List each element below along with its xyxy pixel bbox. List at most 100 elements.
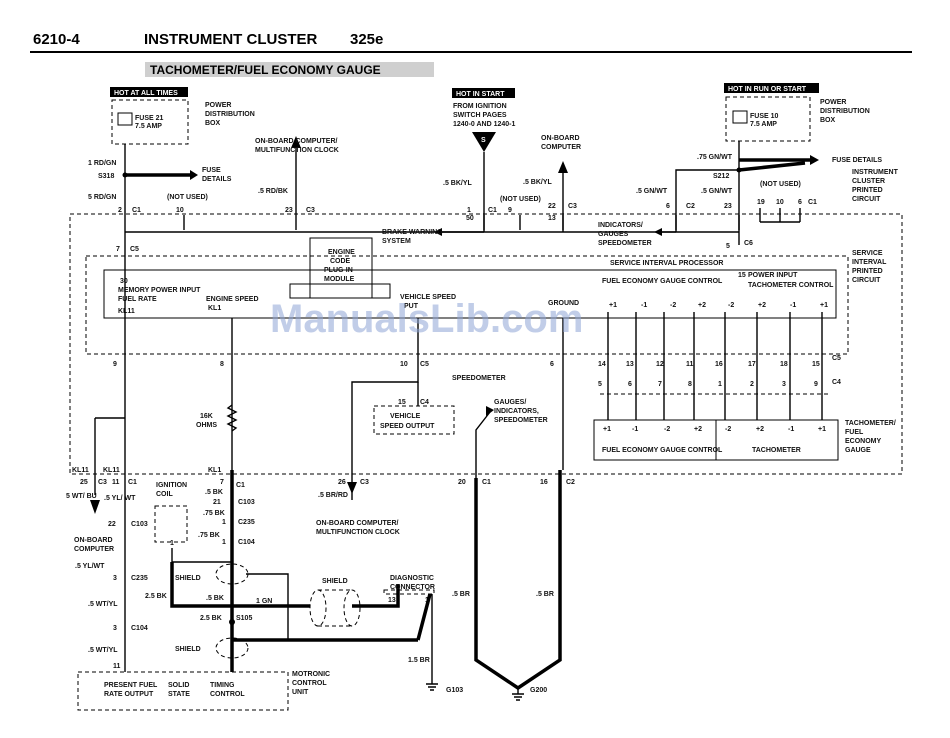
- pin-6-c1: 6: [798, 199, 802, 206]
- pin-7-c1: 7: [220, 479, 224, 486]
- hot-in-start-label: HOT IN START: [456, 91, 505, 98]
- wire-coil-splice: [171, 548, 232, 563]
- arrow-indicators-icon: [654, 228, 662, 236]
- obc-top-line2: COMPUTER: [541, 144, 581, 151]
- hot-in-run-or-start-bar: [724, 83, 819, 93]
- wire-label-gnwt5a: .5 GN/WT: [636, 188, 668, 195]
- pin-1-c4: 1: [718, 381, 722, 388]
- power-distribution-box-fuse21: [111, 99, 189, 145]
- pin-9-c3: 9: [508, 207, 512, 214]
- pin-8-c4: 8: [688, 381, 692, 388]
- power-input-label: POWER INPUT: [748, 272, 798, 279]
- gis-line3: SPEEDOMETER: [494, 417, 548, 424]
- diag-shield-tube: [318, 589, 352, 627]
- wire-label-wtyl-b: .5 WT/YL: [88, 647, 118, 654]
- wire-label-bk-75a: .75 BK: [203, 510, 225, 517]
- internal-bus-verticals: [124, 245, 823, 470]
- arrow-gis-icon: [486, 406, 494, 416]
- conn-c104-mid: C104: [238, 539, 255, 546]
- tach-feg-line1: TACHOMETER/: [845, 420, 896, 427]
- wire-label-bkyl-right: .5 BK/YL: [523, 179, 553, 186]
- wire-fuse-details-right-b: [738, 161, 806, 172]
- vso-line2: SPEED OUTPUT: [380, 423, 435, 430]
- g200-label: G200: [530, 687, 547, 694]
- wire-label-bk-25a: 2.5 BK: [145, 593, 167, 600]
- wire-label-bk-5b: .5 BK: [206, 595, 224, 602]
- wire-label-brrd: .5 BR/RD: [318, 492, 348, 499]
- ground-g103-icon: [426, 683, 438, 691]
- shield-ellipse-bottom: [215, 637, 249, 659]
- pin-3-c4: 3: [782, 381, 786, 388]
- hot-at-all-times-bar: [110, 87, 188, 97]
- ign-line3: 1240-0 AND 1240-1: [453, 121, 515, 128]
- pdb-right-line2: DISTRIBUTION: [820, 108, 870, 115]
- engine-code-socket: [289, 283, 391, 299]
- pin-14-c5: 14: [598, 361, 606, 368]
- memory-power-label: MEMORY POWER INPUT: [118, 287, 201, 294]
- indicators-line2: GAUGES: [598, 231, 629, 238]
- obc-mfc-top-line1: ON-BOARD COMPUTER/: [255, 138, 337, 145]
- pin-2-c4: 2: [750, 381, 754, 388]
- splice-s212-label: S212: [713, 173, 729, 180]
- fuse-details-left-line2: DETAILS: [202, 176, 232, 183]
- wire-label-br15: 1.5 BR: [408, 657, 430, 664]
- engine-code-line1: ENGINE: [328, 249, 355, 256]
- pin-6-c2: 6: [666, 203, 670, 210]
- sip-line4: CIRCUIT: [852, 277, 881, 284]
- sip-line3: PRINTED: [852, 268, 883, 275]
- wire-coil-shield: [170, 562, 232, 608]
- pin-10-c1: 10: [776, 199, 784, 206]
- conn-c1-left: C1: [132, 207, 141, 214]
- ic-pc-line1: INSTRUMENT: [852, 169, 899, 176]
- pin-4-c4: 9: [814, 381, 818, 388]
- splice-s318-label: S318: [98, 173, 114, 180]
- pin-1-c104: 1: [222, 539, 226, 546]
- conn-c6: C6: [744, 240, 753, 247]
- diag-shield-end-right: [343, 589, 361, 627]
- pin-6-c4: 6: [628, 381, 632, 388]
- arrow-brake-warning-icon: [434, 228, 442, 236]
- splice-s105-label: S105: [236, 615, 252, 622]
- sip-pin-plus1-tach: +1: [820, 302, 828, 309]
- shield-label-top: SHIELD: [175, 575, 201, 582]
- conn-c2-top: C2: [686, 203, 695, 210]
- model-label: 325e: [350, 31, 383, 48]
- conn-c4-right: C4: [832, 379, 841, 386]
- pin-5-c6: 5: [726, 243, 730, 250]
- pin-1-c235: 1: [222, 519, 226, 526]
- conn-c104-left: C104: [131, 625, 148, 632]
- ohms-line2: OHMS: [196, 422, 217, 429]
- brake-warning-line1: BRAKE WARNING: [382, 229, 443, 236]
- kl1-bottom: KL1: [208, 467, 221, 474]
- tach-feg-line3: ECONOMY: [845, 438, 882, 445]
- wire-label-bk-25b: 2.5 BK: [200, 615, 222, 622]
- pin-1-c1-top: 1: [467, 207, 471, 214]
- pdb-left-line2: DISTRIBUTION: [205, 111, 255, 118]
- obc-top-line1: ON-BOARD: [541, 135, 580, 142]
- conn-c3-mid: C3: [568, 203, 577, 210]
- arrow-obc-left-icon: [90, 500, 100, 514]
- ground-g200-icon: [512, 688, 524, 701]
- resistor-16k: [226, 404, 238, 432]
- tach-feg-line4: GAUGE: [845, 447, 871, 454]
- pin-18-c5: 18: [780, 361, 788, 368]
- pin-16-c2: 16: [540, 479, 548, 486]
- tc-line1: TIMING: [210, 682, 235, 689]
- ohms-line1: 16K: [200, 413, 213, 420]
- brake-warning-line2: SYSTEM: [382, 238, 411, 245]
- pin-50: 50: [466, 215, 474, 222]
- pin-21-c103: 21: [213, 499, 221, 506]
- wire-label-gnwt5b: .5 GN/WT: [701, 188, 733, 195]
- pin-2-c1-left: 2: [118, 207, 122, 214]
- pin-20-c1: 20: [458, 479, 466, 486]
- tachometer-label: TACHOMETER: [752, 447, 801, 454]
- hot-in-run-or-start-label: HOT IN RUN OR START: [728, 86, 807, 93]
- bus-top-drops: [483, 215, 740, 245]
- obc-mfc-top-line2: MULTIFUNCTION CLOCK: [255, 147, 339, 154]
- conn-c5-mid: C5: [420, 361, 429, 368]
- pin-9-c5: 9: [113, 361, 117, 368]
- conn-c1-top: C1: [488, 207, 497, 214]
- sip-line2: INTERVAL: [852, 259, 887, 266]
- fuse10-rating: 7.5 AMP: [750, 121, 777, 128]
- pin-30: 30: [120, 278, 128, 285]
